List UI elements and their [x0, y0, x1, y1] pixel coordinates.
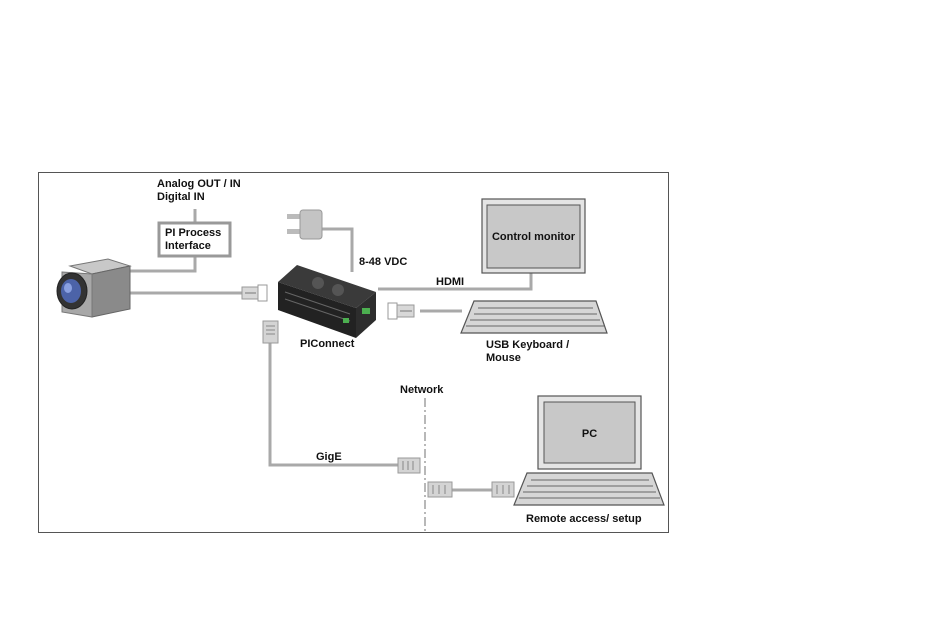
pi-process-label: PI Process [165, 227, 221, 240]
piconnect-label: PIConnect [300, 338, 354, 351]
network-label: Network [400, 384, 443, 397]
power-plug-icon [287, 210, 322, 239]
mouse-label: Mouse [486, 352, 521, 365]
keyboard-icon [461, 301, 607, 333]
pc-laptop-icon [514, 396, 664, 505]
camera-icon [57, 259, 130, 317]
pc-label: PC [544, 428, 635, 441]
usb-connector-keyboard-icon [388, 303, 414, 319]
usb-keyboard-label: USB Keyboard / [486, 339, 569, 352]
analog-out-label: Analog OUT / IN [157, 178, 241, 191]
remote-access-label: Remote access/ setup [526, 513, 642, 526]
cable-pi-interface [130, 256, 195, 271]
rj45-connector-network-icon [428, 482, 452, 497]
cable-power [322, 229, 352, 272]
power-label: 8-48 VDC [359, 256, 407, 269]
rj45-connector-gige-icon [398, 458, 420, 473]
pi-interface-label: Interface [165, 240, 211, 253]
control-monitor-label: Control monitor [487, 231, 580, 244]
hdmi-label: HDMI [436, 276, 464, 289]
cable-gige [270, 343, 398, 465]
gige-label: GigE [316, 451, 342, 464]
digital-in-label: Digital IN [157, 191, 205, 204]
usb-connector-camera-icon [242, 285, 267, 301]
rj45-connector-device-icon [263, 321, 278, 343]
piconnect-device-icon [278, 265, 376, 338]
rj45-connector-pc-icon [492, 482, 514, 497]
